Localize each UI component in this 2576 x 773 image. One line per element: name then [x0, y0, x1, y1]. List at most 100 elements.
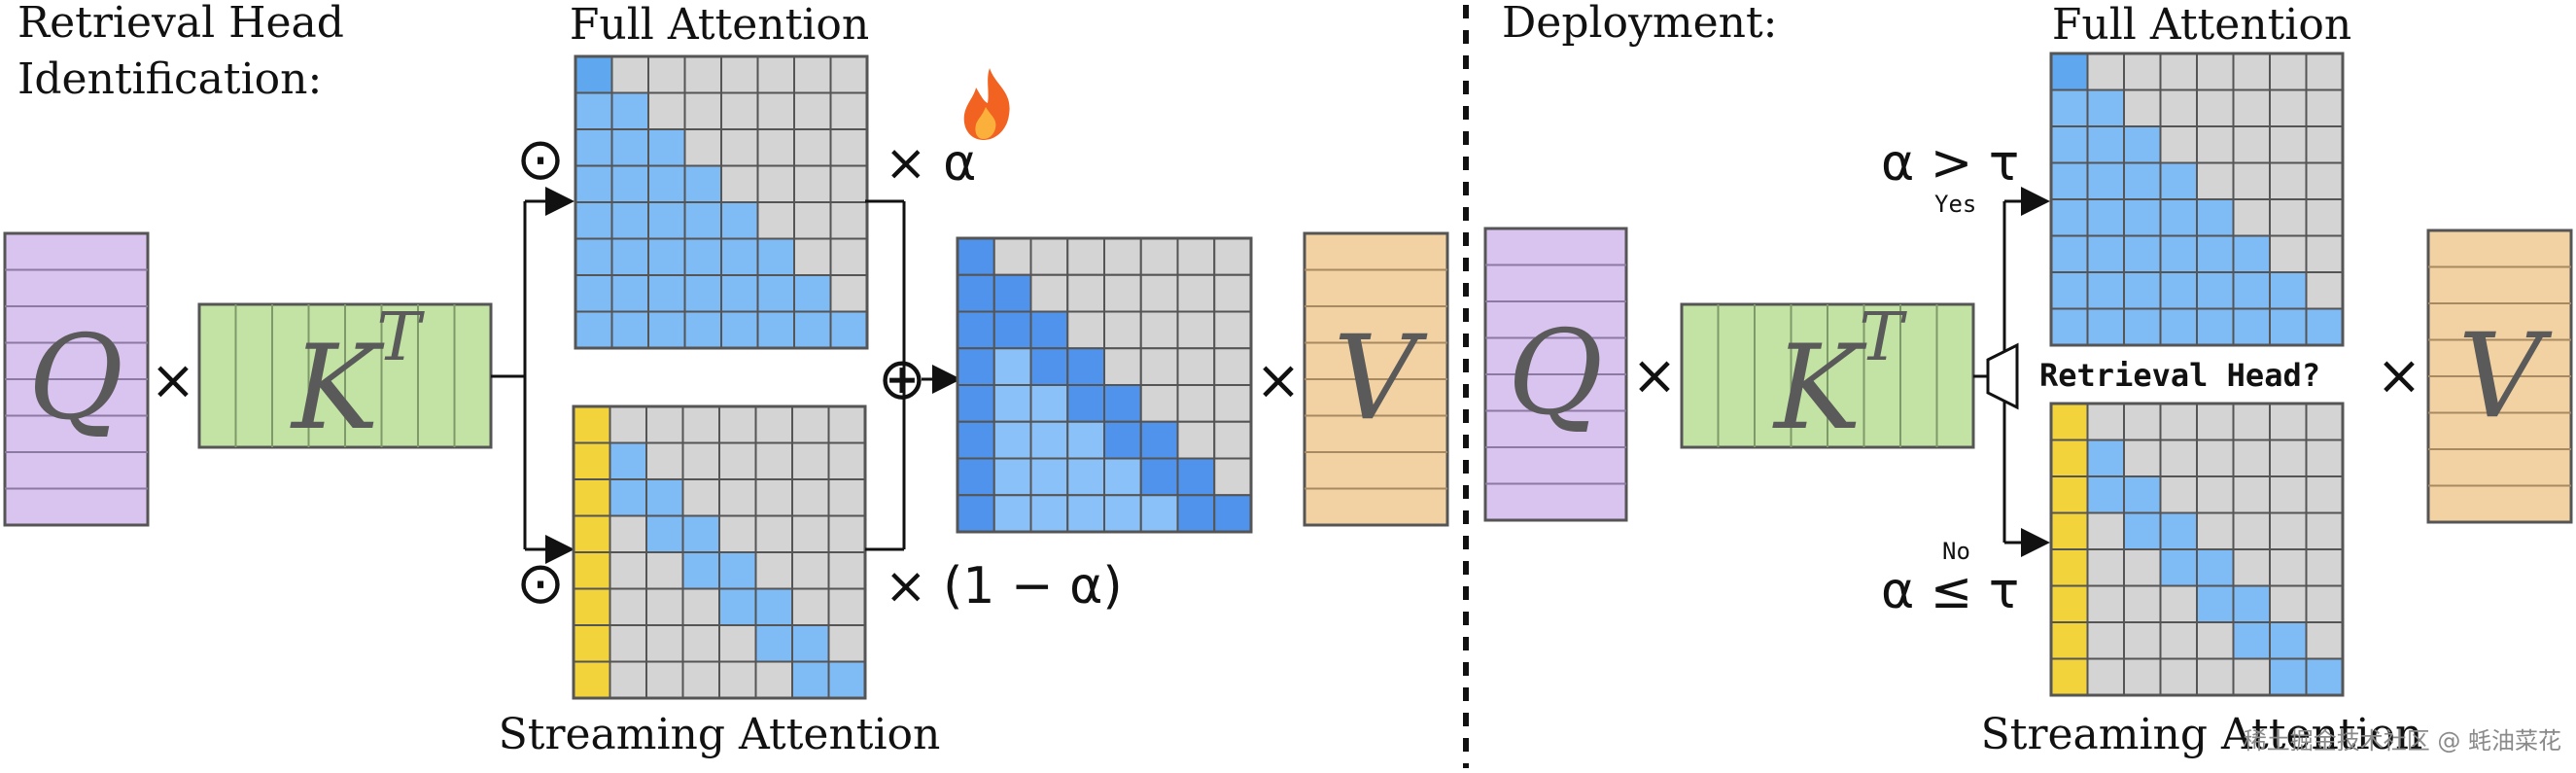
attention-cell [2305, 584, 2344, 623]
attention-cell [793, 164, 832, 203]
attention-cell [1139, 494, 1179, 533]
attention-cell [2305, 439, 2344, 477]
attention-cell [2086, 584, 2125, 623]
attention-cell [2123, 584, 2162, 623]
attention-cell [2269, 621, 2308, 660]
attention-cell [720, 274, 759, 313]
left-streaming-attention-grid [572, 404, 867, 700]
attention-cell [2269, 53, 2308, 91]
right-k-matrix: K T [1680, 299, 1975, 456]
attention-cell [1139, 347, 1179, 386]
attention-cell [2086, 307, 2125, 346]
attention-cell [2196, 88, 2235, 127]
attention-cell [574, 237, 613, 276]
attention-cell [756, 237, 795, 276]
left-full-attention-label: Full Attention [570, 0, 869, 50]
attention-cell [574, 164, 613, 203]
attention-cell [683, 201, 722, 240]
attention-cell [2269, 657, 2308, 696]
attention-cell [829, 91, 868, 130]
identification-title-line1: Retrieval Head [17, 0, 344, 48]
attention-cell [791, 660, 830, 699]
attention-cell [609, 624, 647, 663]
attention-cell [992, 420, 1032, 460]
attention-cell [2305, 475, 2344, 514]
attention-cell [2159, 161, 2198, 200]
right-full-attention-label: Full Attention [2052, 0, 2351, 50]
attention-cell [1139, 420, 1179, 460]
attention-cell [1066, 384, 1105, 423]
attention-cell [609, 441, 647, 480]
attention-cell [957, 420, 995, 460]
attention-cell [791, 478, 830, 517]
attention-cell [2269, 307, 2308, 346]
attention-cell [793, 55, 832, 94]
attention-cell [2269, 403, 2308, 441]
attention-cell [574, 310, 613, 349]
attention-cell [754, 405, 793, 444]
attention-cell [718, 514, 757, 553]
attention-cell [2050, 657, 2089, 696]
attention-cell [573, 587, 611, 626]
attention-cell [1066, 273, 1105, 313]
attention-cell [647, 164, 686, 203]
attention-cell [2086, 88, 2125, 127]
attention-cell [2305, 125, 2344, 164]
attention-cell [645, 587, 684, 626]
attention-cell [645, 405, 684, 444]
attention-cell [2269, 439, 2308, 477]
attention-cell [683, 55, 722, 94]
left-elementwise-product-full: ⊙ [516, 125, 565, 193]
attention-cell [1066, 310, 1105, 350]
attention-cell [2269, 271, 2308, 310]
attention-cell [2123, 53, 2162, 91]
attention-cell [573, 514, 611, 553]
attention-cell [2196, 548, 2235, 587]
attention-cell [2159, 511, 2198, 550]
attention-cell [827, 405, 866, 444]
attention-cell [2269, 475, 2308, 514]
attention-cell [1029, 494, 1069, 533]
attention-cell [827, 624, 866, 663]
attention-cell [827, 551, 866, 590]
attention-cell [2050, 161, 2089, 200]
attention-cell [2123, 657, 2162, 696]
attention-cell [2050, 584, 2089, 623]
right-streaming-attention-grid [2049, 402, 2345, 697]
attention-cell [647, 128, 686, 167]
attention-cell [2086, 161, 2125, 200]
attention-cell [1029, 237, 1069, 276]
attention-cell [2050, 307, 2089, 346]
attention-cell [720, 201, 759, 240]
attention-grid-border [572, 404, 867, 700]
attention-cell [683, 164, 722, 203]
attention-cell [1213, 347, 1252, 386]
attention-cell [829, 201, 868, 240]
attention-cell [2269, 548, 2308, 587]
attention-cell [573, 624, 611, 663]
attention-cell [610, 310, 649, 349]
attention-cell [1213, 310, 1252, 350]
attention-cell [2123, 161, 2162, 200]
right-streaming-attention-label: Streaming Attention [1981, 710, 2423, 759]
attention-cell [2232, 548, 2271, 587]
attention-cell [2159, 584, 2198, 623]
attention-cell [2196, 271, 2235, 310]
attention-cell [609, 478, 647, 517]
attention-cell [647, 310, 686, 349]
attention-grid-border [2049, 402, 2345, 697]
attention-cell [681, 441, 720, 480]
attention-cell [2196, 475, 2235, 514]
attention-cell [1066, 457, 1105, 497]
attention-cell [610, 55, 649, 94]
attention-cell [2159, 234, 2198, 273]
left-k-superscript: T [376, 299, 425, 376]
attention-cell [1103, 273, 1142, 313]
attention-cell [2232, 125, 2271, 164]
right-no-label: No [1942, 538, 1970, 565]
attention-cell [609, 405, 647, 444]
attention-cell [2050, 403, 2089, 441]
attention-cell [793, 310, 832, 349]
attention-cell [756, 164, 795, 203]
